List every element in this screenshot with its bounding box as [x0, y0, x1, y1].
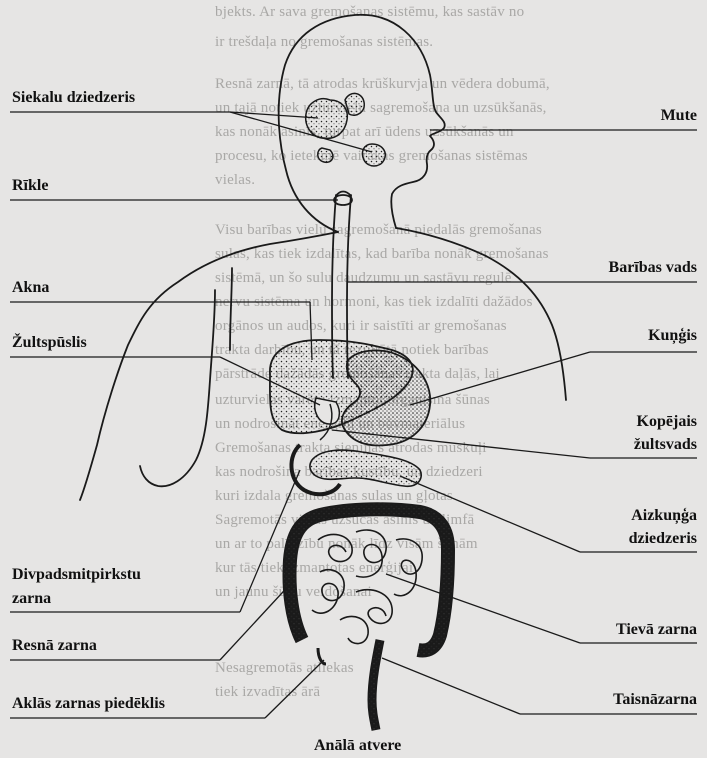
leader-siekalu-3 [230, 112, 372, 152]
label-siekalu-dziedzeris: Siekalu dziedzeris [12, 88, 135, 108]
label-aklas-zarnas-piedeklis: Aklās zarnas piedēklis [12, 694, 165, 714]
small-intestine [312, 530, 422, 644]
label-akna: Akna [12, 278, 49, 298]
label-resna-zarna: Resnā zarna [12, 636, 97, 656]
label-kopejais-line1: Kopējais [637, 412, 697, 432]
leader-teva-2 [386, 574, 580, 643]
label-aizkunga-line1: Aizkuņģa [631, 506, 697, 526]
label-rikle: Rīkle [12, 176, 48, 196]
label-zultspuslis: Žultspūslis [12, 333, 87, 353]
label-taisnazarna: Taisnāzarna [613, 690, 697, 710]
submandibular-gland [362, 144, 385, 166]
arm-inner [230, 268, 232, 350]
label-mute: Mute [661, 106, 697, 126]
leader-taisna-2 [382, 658, 520, 714]
label-baribas-vads: Barības vads [609, 258, 697, 278]
label-aizkunga-line2: dziedzeris [629, 529, 697, 549]
label-divpadsmitpirkstu-line2: zarna [12, 589, 51, 609]
label-kungis: Kuņģis [648, 326, 697, 346]
leader-siekalu-2 [230, 112, 318, 118]
label-kopejais-line2: žultsvads [634, 435, 697, 455]
leader-resna-2 [220, 580, 294, 660]
label-anala-atvere: Anālā atvere [314, 736, 401, 756]
pancreas [310, 450, 421, 486]
label-divpadsmitpirkstu-line1: Divpadsmitpirkstu [12, 565, 141, 585]
parotid-gland [306, 99, 348, 139]
arm-outline [140, 290, 215, 486]
label-teva-zarna: Tievā zarna [616, 620, 697, 640]
leader-aklas-2 [265, 660, 324, 718]
